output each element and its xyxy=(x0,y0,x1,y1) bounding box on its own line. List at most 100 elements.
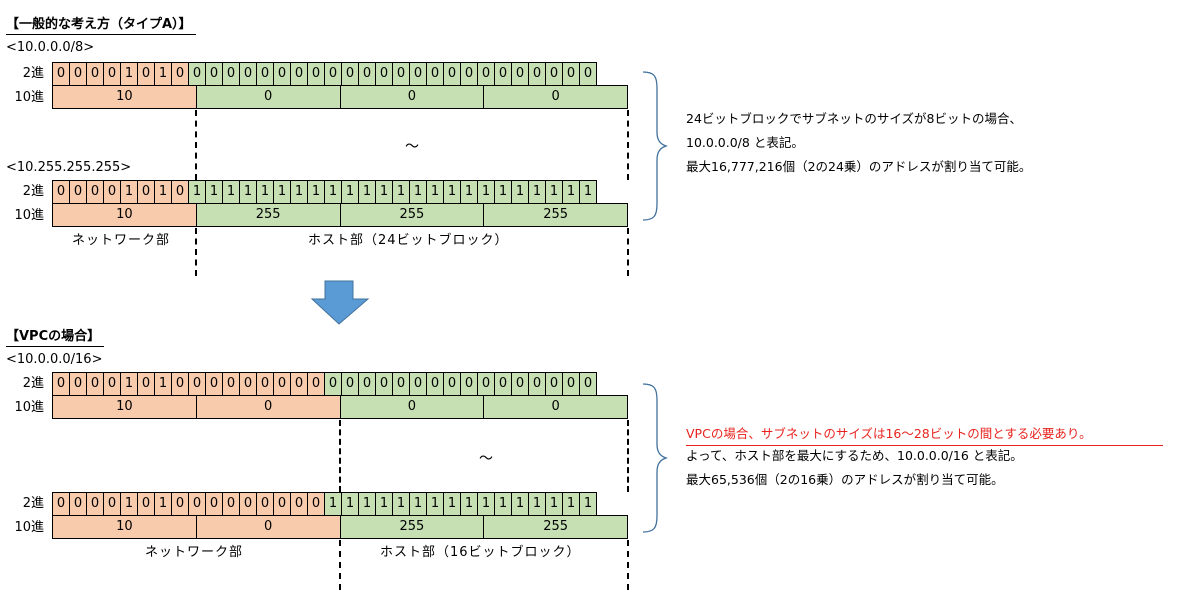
bit-cell: 1 xyxy=(392,492,410,516)
bit-cell: 0 xyxy=(409,62,427,86)
bit-cell: 0 xyxy=(477,62,495,86)
bit-cell: 0 xyxy=(103,180,121,204)
bit-cell: 0 xyxy=(409,372,427,396)
bit-cell: 1 xyxy=(409,492,427,516)
bit-cell: 0 xyxy=(375,372,393,396)
bit-cell: 0 xyxy=(511,62,529,86)
section-a-end-address: <10.255.255.255> xyxy=(6,160,132,175)
bit-cell: 0 xyxy=(341,372,359,396)
bit-cell: 1 xyxy=(120,62,138,86)
boundary-line xyxy=(339,420,341,492)
bit-cell: 0 xyxy=(69,492,87,516)
octet-cell: 0 xyxy=(195,395,341,419)
bit-cell: 0 xyxy=(137,62,155,86)
host-part-label: ホスト部（24ビットブロック） xyxy=(308,233,509,248)
bit-cell: 0 xyxy=(443,62,461,86)
bit-cell: 0 xyxy=(579,62,597,86)
bit-cell: 0 xyxy=(86,180,104,204)
note-line: 24ビットブロックでサブネットのサイズが8ビットの場合、 xyxy=(686,111,1022,126)
boundary-line xyxy=(627,540,629,590)
section-b-start-address: <10.0.0.0/16> xyxy=(6,352,103,367)
brace-icon xyxy=(642,71,669,221)
note-line: 10.0.0.0/8 と表記。 xyxy=(686,135,804,150)
bit-cell: 0 xyxy=(171,62,189,86)
bit-cell: 1 xyxy=(579,180,597,204)
bit-cell: 0 xyxy=(477,372,495,396)
octet-cell: 0 xyxy=(483,395,628,419)
decimal-row-label: 10進 xyxy=(14,520,44,535)
bit-cell: 1 xyxy=(290,180,308,204)
octet-cell: 0 xyxy=(339,395,485,419)
bit-cell: 1 xyxy=(256,180,274,204)
bit-cell: 0 xyxy=(205,492,223,516)
bit-cell: 1 xyxy=(477,492,495,516)
bit-cell: 0 xyxy=(324,62,342,86)
bit-cell: 0 xyxy=(137,180,155,204)
octet-cell: 0 xyxy=(195,85,341,109)
bit-cell: 0 xyxy=(375,62,393,86)
network-part-label: ネットワーク部 xyxy=(145,545,244,560)
bit-cell: 0 xyxy=(392,62,410,86)
octet-cell: 255 xyxy=(339,515,485,539)
bit-cell: 1 xyxy=(562,180,580,204)
bit-cell: 0 xyxy=(239,62,257,86)
bit-cell: 0 xyxy=(171,180,189,204)
octet-cell: 0 xyxy=(195,515,341,539)
bit-cell: 0 xyxy=(103,492,121,516)
section-a-heading: 【一般的な考え方（タイプA）】 xyxy=(6,17,196,35)
bit-cell: 0 xyxy=(52,180,70,204)
bit-cell: 0 xyxy=(528,62,546,86)
bit-cell: 1 xyxy=(324,180,342,204)
bit-cell: 0 xyxy=(52,372,70,396)
bit-cell: 0 xyxy=(494,62,512,86)
binary-row-label: 2進 xyxy=(22,66,44,81)
octet-cell: 255 xyxy=(483,515,628,539)
octet-cell: 255 xyxy=(483,203,628,227)
bit-cell: 0 xyxy=(273,372,291,396)
bit-cell: 1 xyxy=(239,180,257,204)
bit-cell: 1 xyxy=(511,492,529,516)
bit-cell: 0 xyxy=(290,492,308,516)
bit-cell: 1 xyxy=(494,492,512,516)
decimal-row-label: 10進 xyxy=(14,90,44,105)
bit-cell: 0 xyxy=(426,372,444,396)
bit-cell: 0 xyxy=(205,372,223,396)
bit-cell: 1 xyxy=(460,180,478,204)
bit-cell: 0 xyxy=(358,62,376,86)
bit-cell: 0 xyxy=(307,62,325,86)
bit-cell: 0 xyxy=(52,492,70,516)
note-line: 最大65,536個（2の16乗）のアドレスが割り当て可能。 xyxy=(686,472,1004,487)
boundary-line xyxy=(195,110,197,180)
section-a-start-address: <10.0.0.0/8> xyxy=(6,40,95,55)
bit-cell: 0 xyxy=(290,372,308,396)
bit-cell: 0 xyxy=(86,62,104,86)
bit-cell: 1 xyxy=(426,492,444,516)
octet-cell: 255 xyxy=(339,203,485,227)
bit-cell: 0 xyxy=(528,372,546,396)
bit-cell: 0 xyxy=(52,62,70,86)
bit-cell: 0 xyxy=(103,372,121,396)
decimal-row-label: 10進 xyxy=(14,208,44,223)
decimal-row-label: 10進 xyxy=(14,400,44,415)
octet-cell: 10 xyxy=(52,203,197,227)
bit-cell: 0 xyxy=(494,372,512,396)
host-part-label: ホスト部（16ビットブロック） xyxy=(380,545,581,560)
bit-cell: 0 xyxy=(545,62,563,86)
bit-cell: 0 xyxy=(239,372,257,396)
bit-cell: 0 xyxy=(341,62,359,86)
bit-cell: 0 xyxy=(69,180,87,204)
bit-cell: 1 xyxy=(222,180,240,204)
bit-cell: 0 xyxy=(273,62,291,86)
bit-cell: 1 xyxy=(545,180,563,204)
bit-cell: 0 xyxy=(426,62,444,86)
bit-cell: 1 xyxy=(477,180,495,204)
octet-cell: 10 xyxy=(52,395,197,419)
note-line: 最大16,777,216個（2の24乗）のアドレスが割り当て可能。 xyxy=(686,159,1032,174)
bit-cell: 0 xyxy=(103,62,121,86)
